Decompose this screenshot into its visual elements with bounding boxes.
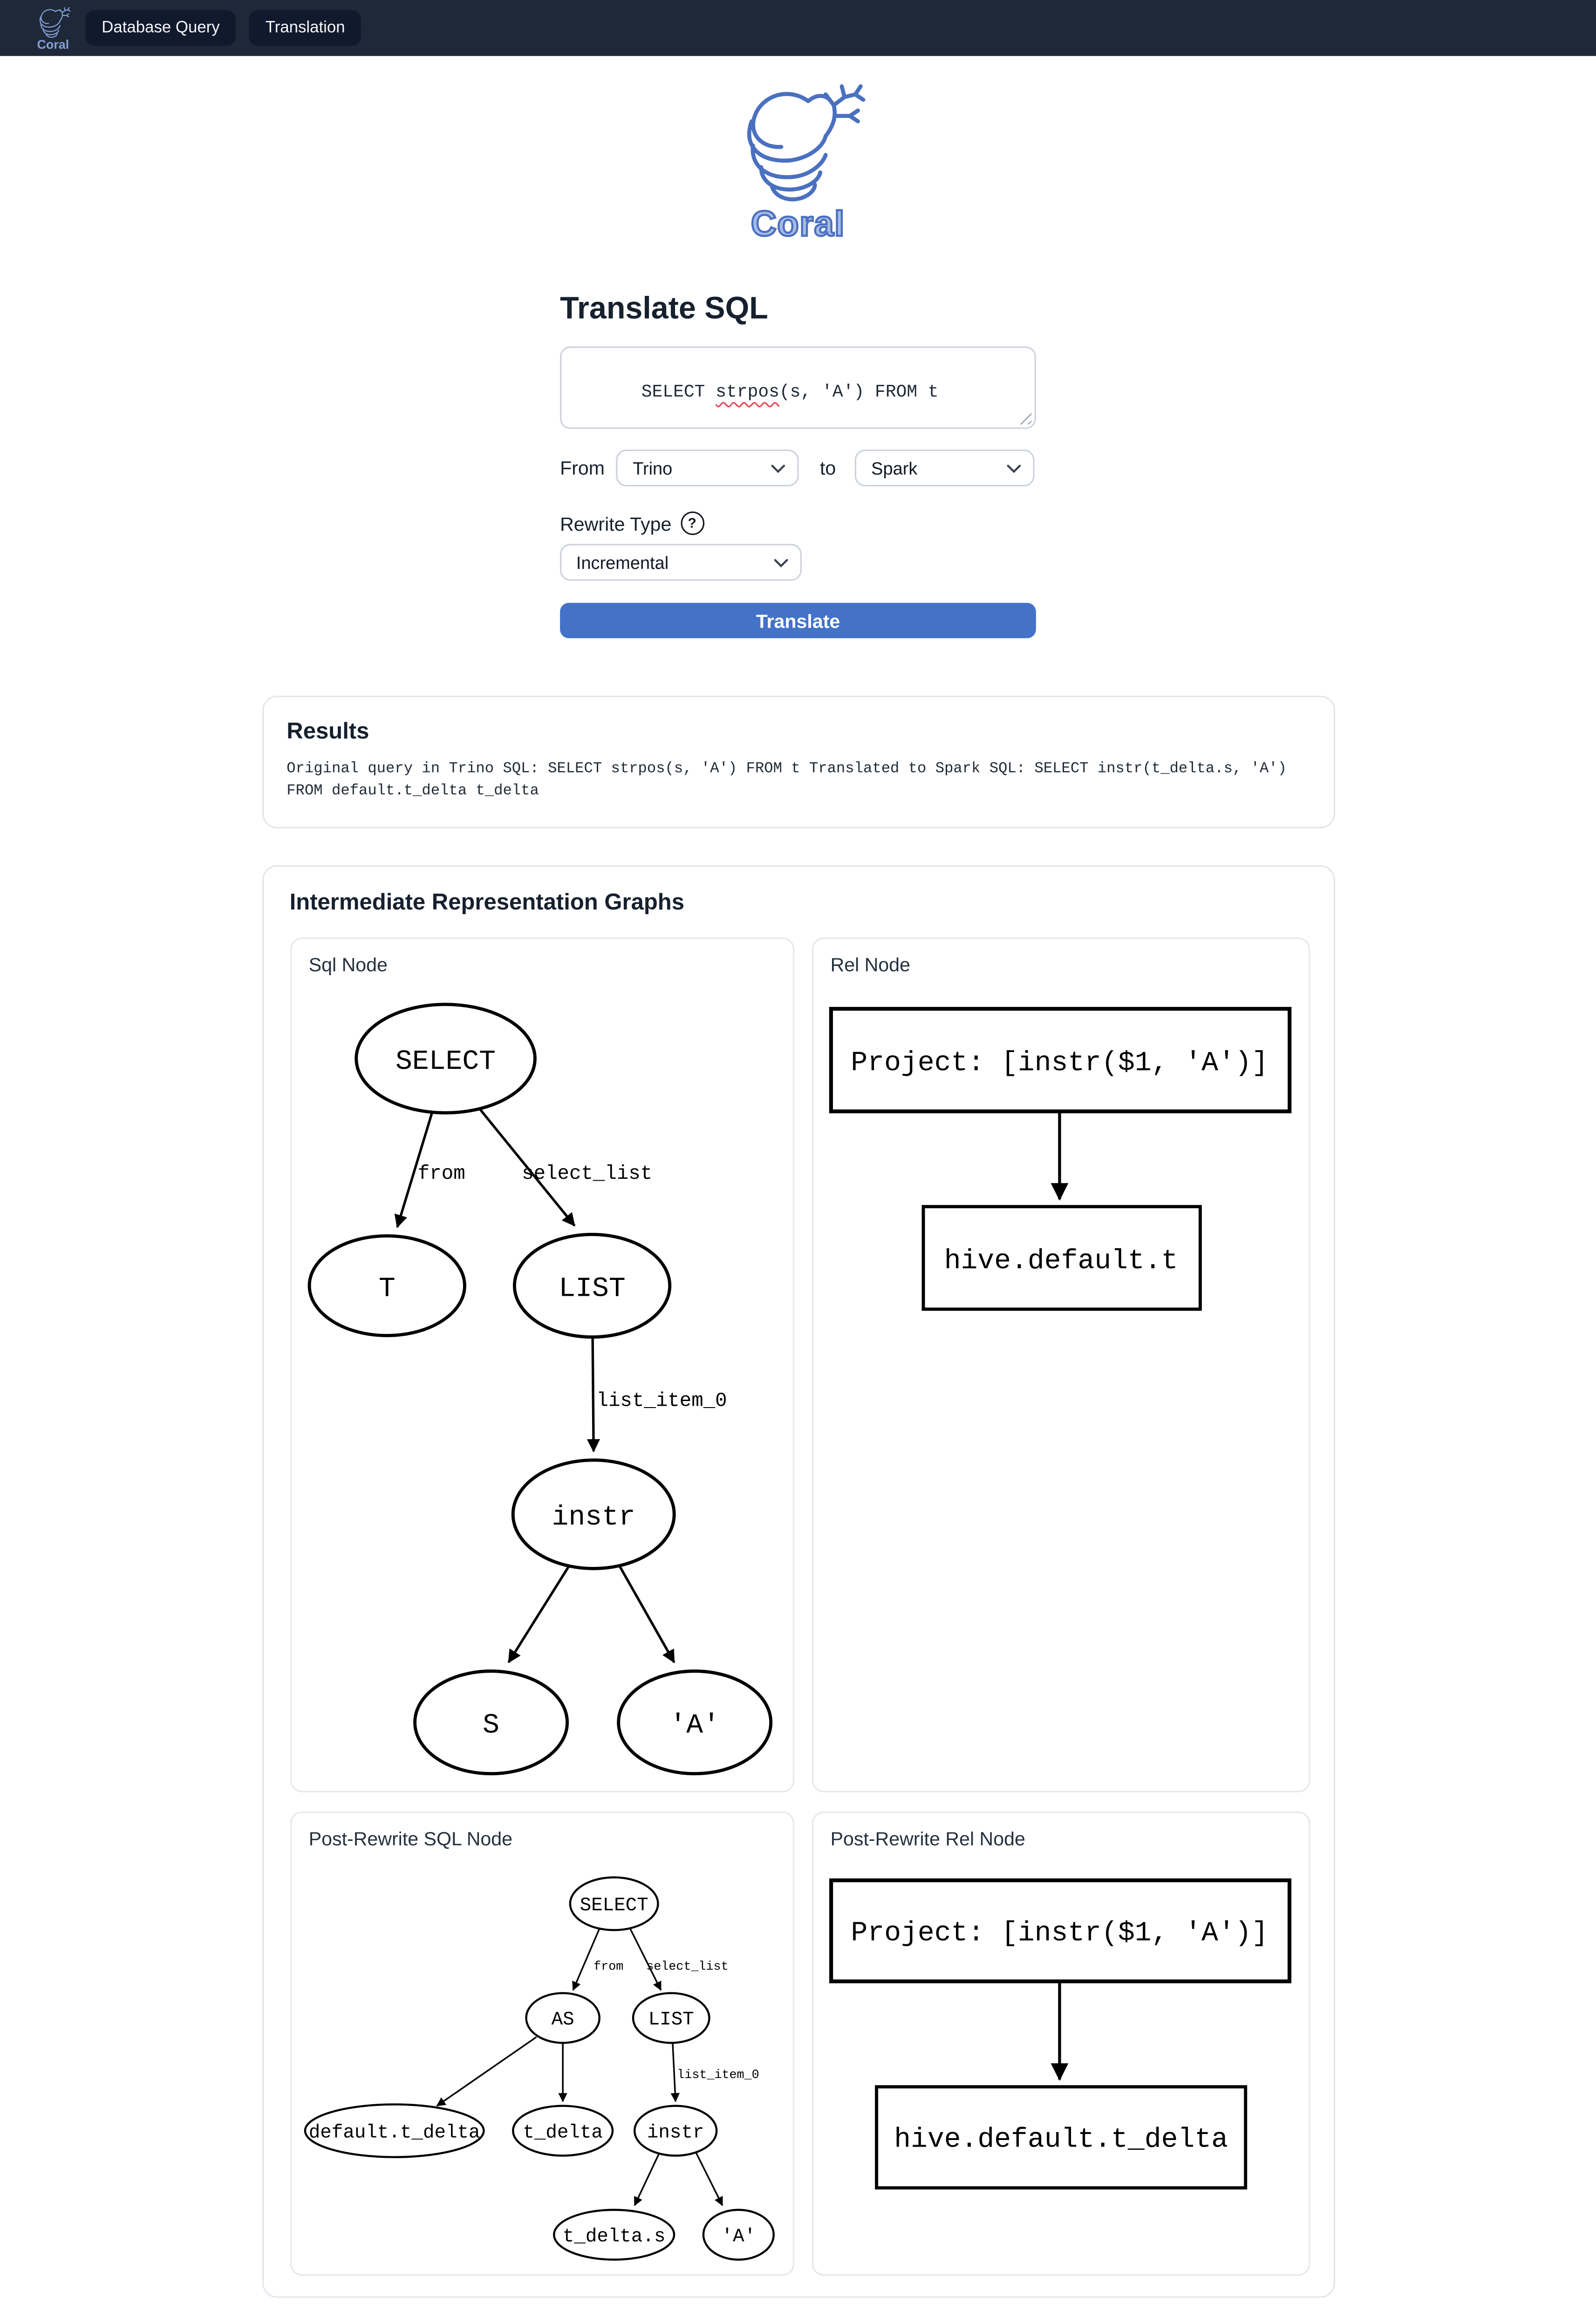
coral-logo-icon (39, 6, 71, 37)
node-select-label: SELECT (395, 1045, 495, 1077)
resize-grip-icon[interactable] (1018, 411, 1032, 425)
sql-node-panel-title: Sql Node (308, 953, 388, 975)
node-s (412, 1668, 568, 1775)
rewrite-type-select-control[interactable]: Incremental (561, 545, 800, 580)
node-t-delta-s (552, 2208, 675, 2260)
help-icon[interactable]: ? (680, 511, 704, 535)
rewrite-type-select[interactable]: Incremental (560, 544, 802, 581)
coral-logo: Coral (702, 80, 893, 246)
edge-label-select-list: select_list (521, 1162, 652, 1184)
ir-graphs-title: Intermediate Representation Graphs (289, 889, 685, 915)
to-label: to (819, 457, 836, 479)
sql-query-input[interactable]: SELECT strpos(s, 'A') FROM t (560, 346, 1036, 429)
node-table-label: hive.default.t_delta (893, 2123, 1228, 2154)
node-project (828, 1878, 1291, 1983)
ir-graphs-card: Intermediate Representation Graphs Sql N… (261, 864, 1335, 2297)
post-rewrite-rel-node-graph: Project: [instr($1, 'A')] hive.default.t… (828, 1878, 1291, 2189)
node-table (874, 2085, 1247, 2189)
node-select (568, 1875, 659, 1931)
navbar-brand-label: Coral (37, 36, 69, 51)
node-list (631, 1991, 710, 2044)
node-default-t-delta-label: default.t_delta (308, 2121, 479, 2143)
rewrite-type-label: Rewrite Type (560, 512, 672, 534)
sql-query-text: SELECT (641, 382, 716, 403)
node-select-label: SELECT (579, 1894, 648, 1916)
navbar: Coral Database Query Translation (0, 0, 1596, 56)
node-table (921, 1204, 1201, 1311)
sql-query-misspelled-word: strpos (716, 382, 780, 403)
node-t-delta-s-label: t_delta.s (562, 2225, 665, 2247)
node-project-label: Project: [instr($1, 'A')] (850, 1916, 1268, 1948)
from-select[interactable]: Trino (616, 449, 799, 486)
rel-node-graph: Project: [instr($1, 'A')] hive.default.t (828, 1006, 1291, 1311)
node-project (828, 1006, 1291, 1113)
results-title: Results (286, 719, 369, 745)
dialect-row: From Trino to Spark (560, 449, 1036, 486)
rel-node-panel-title: Rel Node (830, 953, 911, 975)
post-rewrite-sql-node-panel-title: Post-Rewrite SQL Node (308, 1827, 513, 1849)
node-t-delta-label: t_delta (522, 2121, 602, 2143)
from-select-control[interactable]: Trino (618, 451, 798, 485)
node-instr-label: instr (646, 2121, 703, 2143)
navbar-brand[interactable]: Coral (35, 5, 71, 51)
translate-button[interactable]: Translate (560, 602, 1036, 638)
node-instr (511, 1458, 675, 1570)
graph-grid: Sql Node SELECT (289, 937, 1310, 2276)
post-rewrite-rel-node-panel: Post-Rewrite Rel Node Project: [instr($1… (811, 1811, 1310, 2276)
sql-query-text-rest: (s, 'A') FROM t (779, 382, 939, 403)
node-instr-label: instr (551, 1501, 634, 1532)
coral-logo-caption: Coral (750, 204, 846, 246)
node-t (307, 1233, 466, 1337)
node-s-label: S (482, 1709, 499, 1740)
to-select[interactable]: Spark (855, 449, 1035, 486)
rewrite-type-row: Rewrite Type ? (560, 511, 1036, 535)
coral-logo-swirl-icon (730, 80, 866, 204)
node-as-label: AS (551, 2009, 573, 2030)
edge-label-from: from (593, 1959, 623, 1973)
node-t-delta (511, 2104, 613, 2156)
results-text: Original query in Trino SQL: SELECT strp… (286, 762, 1287, 801)
post-rewrite-rel-node-panel-title: Post-Rewrite Rel Node (830, 1827, 1025, 1849)
translate-form: Translate SQL SELECT strpos(s, 'A') FROM… (560, 292, 1036, 638)
post-rewrite-sql-node-panel: Post-Rewrite SQL Node (289, 1811, 794, 2276)
node-table-label: hive.default.t (943, 1244, 1177, 1276)
rel-node-panel: Rel Node Project: [instr($1, 'A')] hive.… (811, 937, 1310, 1792)
post-rewrite-sql-node-graph: SELECT AS LIST default.t_delta t_delta i… (303, 1875, 774, 2260)
node-select (354, 1002, 536, 1114)
node-a-label: 'A' (669, 1709, 719, 1740)
to-select-control[interactable]: Spark (856, 451, 1034, 485)
edge-label-list-item-0: list_item_0 (676, 2068, 758, 2082)
edge-label-select-list: select_list (646, 1959, 728, 1973)
sql-node-graph: SELECT T LIST instr S 'A' from select_li… (307, 1002, 772, 1775)
node-as (524, 1991, 600, 2044)
node-list (512, 1232, 671, 1338)
nav-translation-button[interactable]: Translation (249, 10, 361, 46)
results-card: Results Original query in Trino SQL: SEL… (261, 696, 1335, 828)
nav-database-query-button[interactable]: Database Query (85, 10, 236, 46)
from-label: From (560, 457, 605, 479)
sql-node-panel: Sql Node SELECT (289, 937, 794, 1792)
node-t-label: T (378, 1272, 395, 1304)
edge-label-from: from (417, 1162, 464, 1184)
node-instr (633, 2104, 717, 2156)
node-list-label: LIST (648, 2009, 693, 2030)
node-list-label: LIST (558, 1272, 625, 1304)
edge-label-list-item-0: list_item_0 (596, 1389, 726, 1411)
page-title: Translate SQL (560, 292, 768, 326)
node-default-t-delta (303, 2103, 484, 2158)
node-project-label: Project: [instr($1, 'A')] (850, 1046, 1268, 1078)
node-a (616, 1668, 772, 1775)
node-a (702, 2208, 774, 2260)
node-a-label: 'A' (721, 2225, 755, 2247)
